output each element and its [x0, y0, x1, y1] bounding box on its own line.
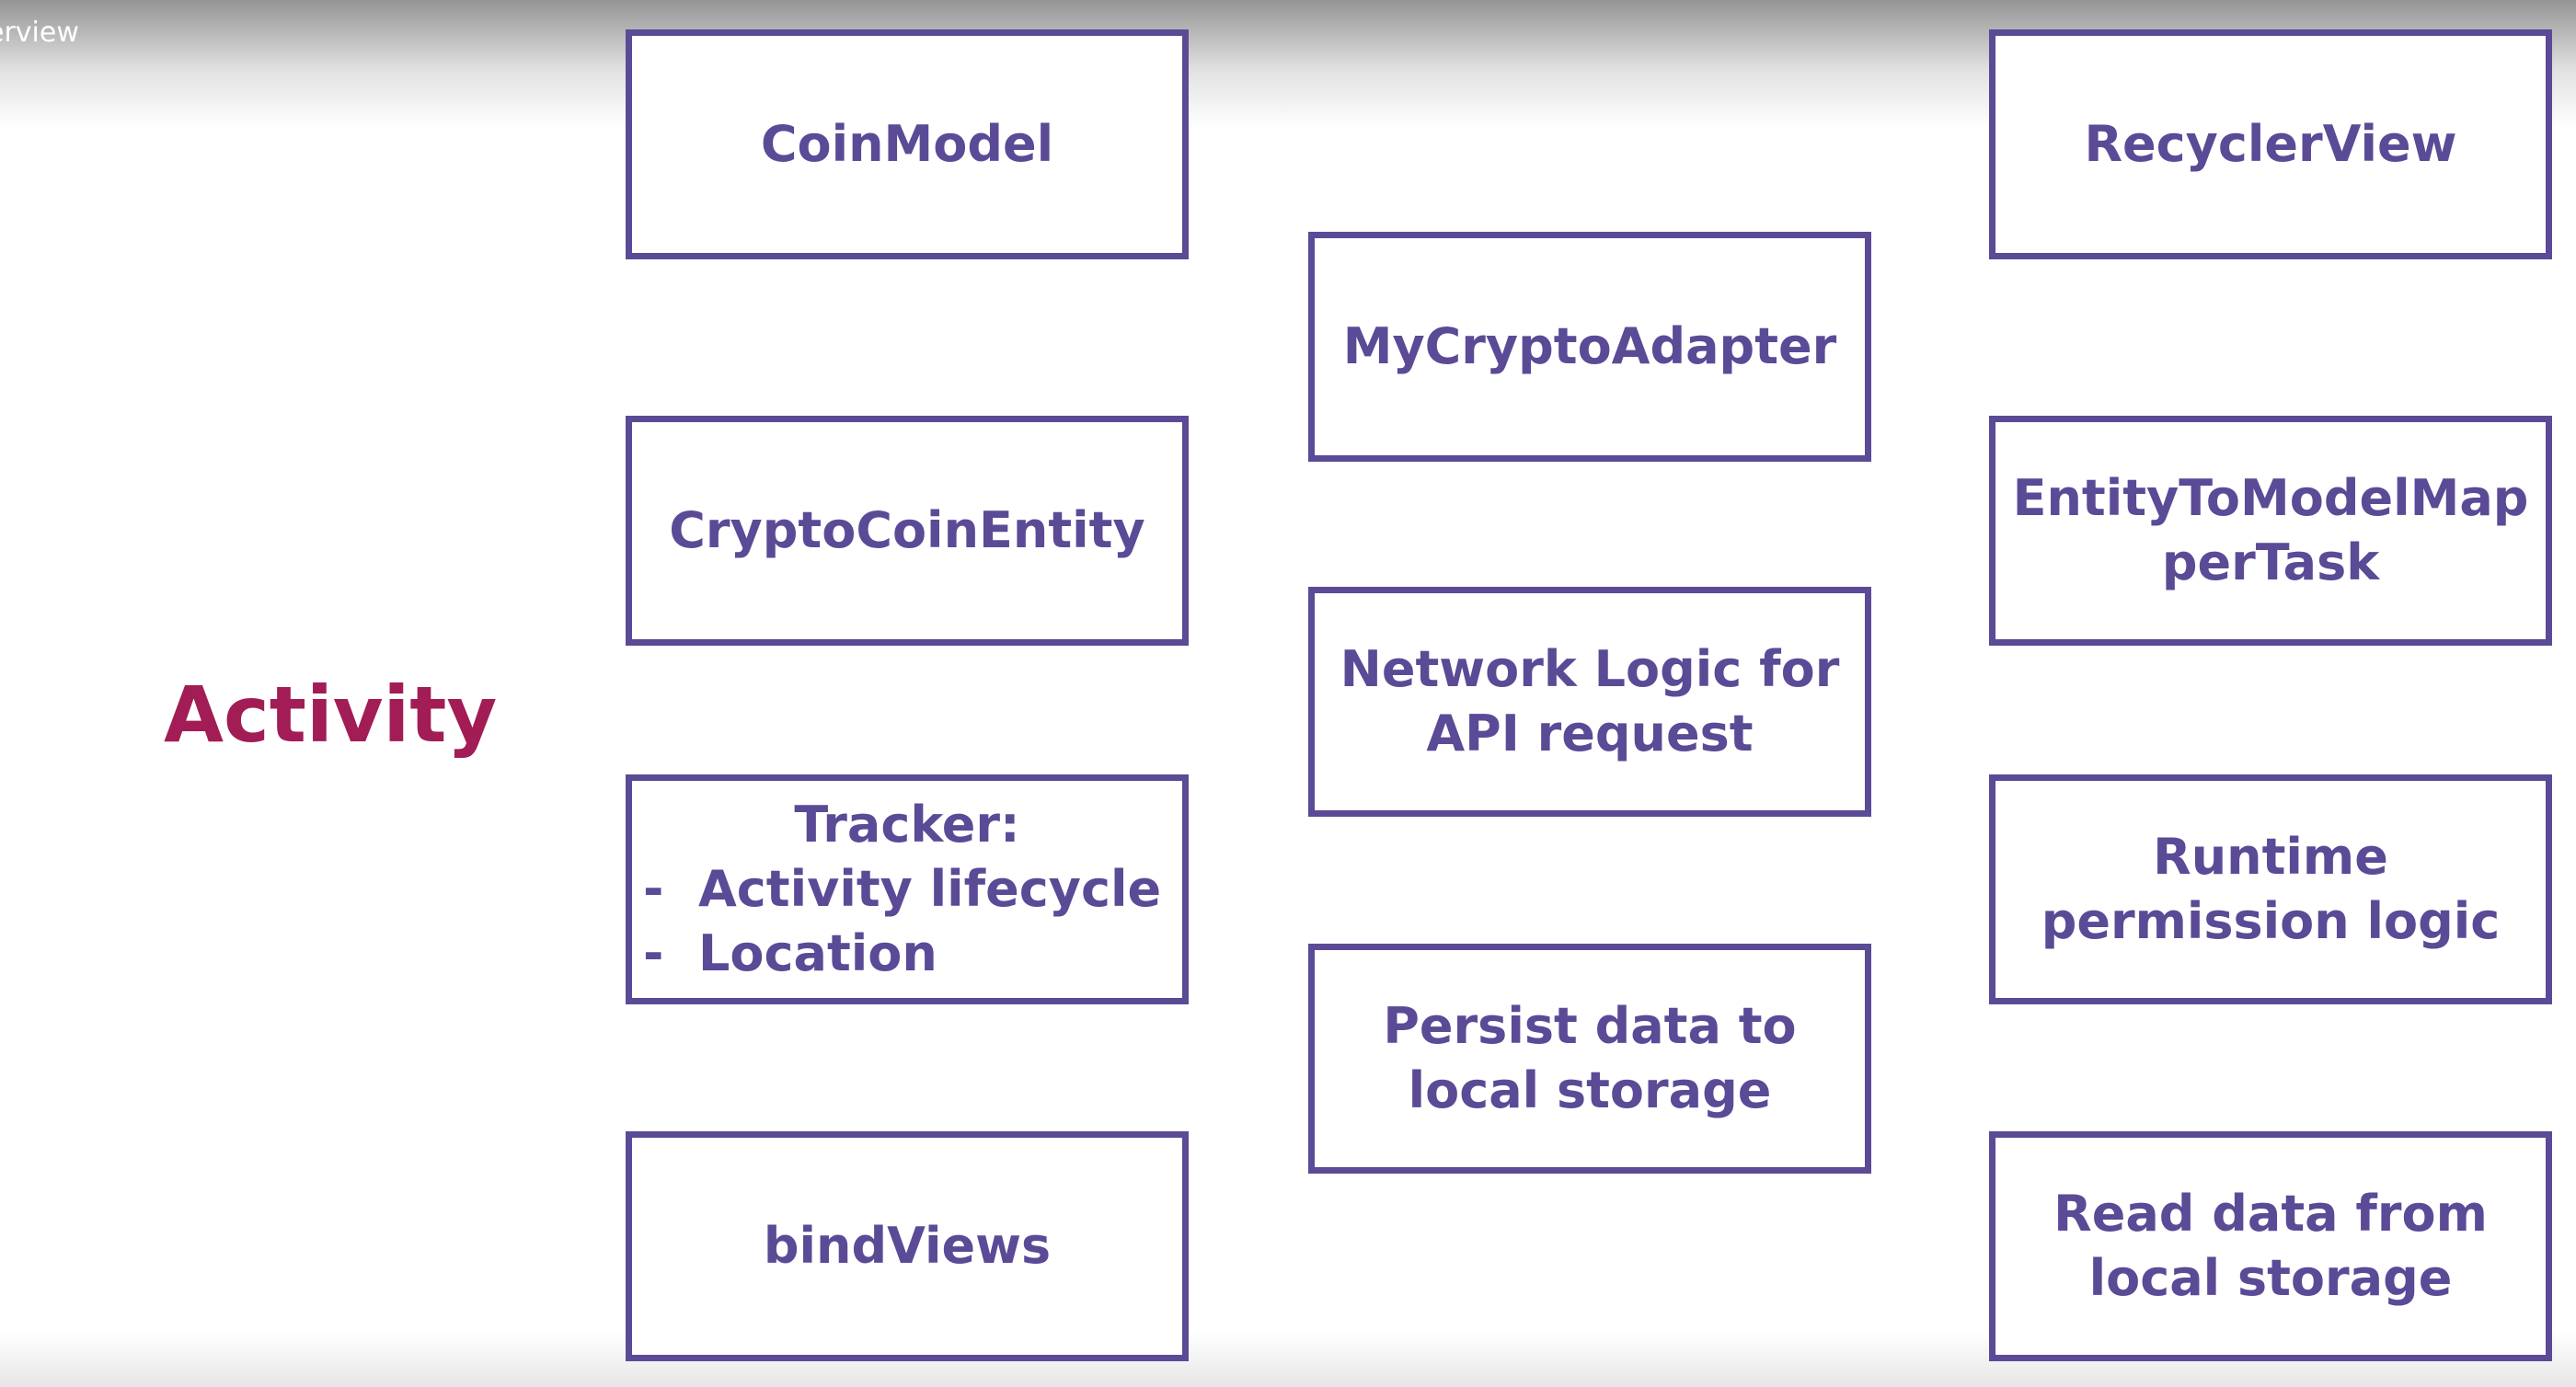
tracker-item: -Location — [632, 922, 1182, 986]
video-title: erview — [0, 17, 79, 49]
box-label: CryptoCoinEntity — [669, 501, 1145, 559]
box-label-line: local storage — [2088, 1249, 2453, 1307]
box-label: RecyclerView — [2084, 115, 2457, 173]
box-label-line: EntityToModelMap — [2012, 469, 2529, 527]
read-data-box: Read data from local storage — [1989, 1131, 2552, 1361]
tracker-heading: Tracker: — [794, 796, 1020, 854]
my-crypto-adapter-box: MyCryptoAdapter — [1308, 232, 1871, 462]
tracker-box: Tracker: -Activity lifecycle -Location — [626, 774, 1189, 1004]
box-label: bindViews — [763, 1217, 1052, 1275]
persist-data-box: Persist data to local storage — [1308, 944, 1871, 1174]
box-label-line: Runtime — [2153, 828, 2388, 886]
runtime-permission-box: Runtime permission logic — [1989, 774, 2552, 1004]
bullet-dash: - — [643, 860, 664, 918]
box-label-line: permission logic — [2041, 892, 2501, 950]
box-label-line: API request — [1426, 705, 1754, 762]
box-label-line: local storage — [1408, 1061, 1772, 1119]
crypto-coin-entity-box: CryptoCoinEntity — [626, 416, 1189, 646]
entity-to-model-mapper-box: EntityToModelMap perTask — [1989, 416, 2552, 646]
coin-model-box: CoinModel — [626, 29, 1189, 259]
box-label: CoinModel — [760, 115, 1054, 173]
tracker-item: -Activity lifecycle — [632, 857, 1182, 922]
box-label: MyCryptoAdapter — [1342, 317, 1837, 375]
tracker-item-label: Location — [698, 924, 937, 982]
box-label-line: Network Logic for — [1340, 640, 1840, 698]
bullet-dash: - — [643, 924, 664, 982]
box-label-line: Persist data to — [1383, 997, 1797, 1055]
bind-views-box: bindViews — [626, 1131, 1189, 1361]
activity-label: Activity — [164, 670, 498, 760]
recycler-view-box: RecyclerView — [1989, 29, 2552, 259]
tracker-item-label: Activity lifecycle — [698, 860, 1162, 918]
box-label-line: Read data from — [2053, 1185, 2488, 1243]
box-label-line: perTask — [2161, 533, 2380, 591]
network-logic-box: Network Logic for API request — [1308, 587, 1871, 817]
